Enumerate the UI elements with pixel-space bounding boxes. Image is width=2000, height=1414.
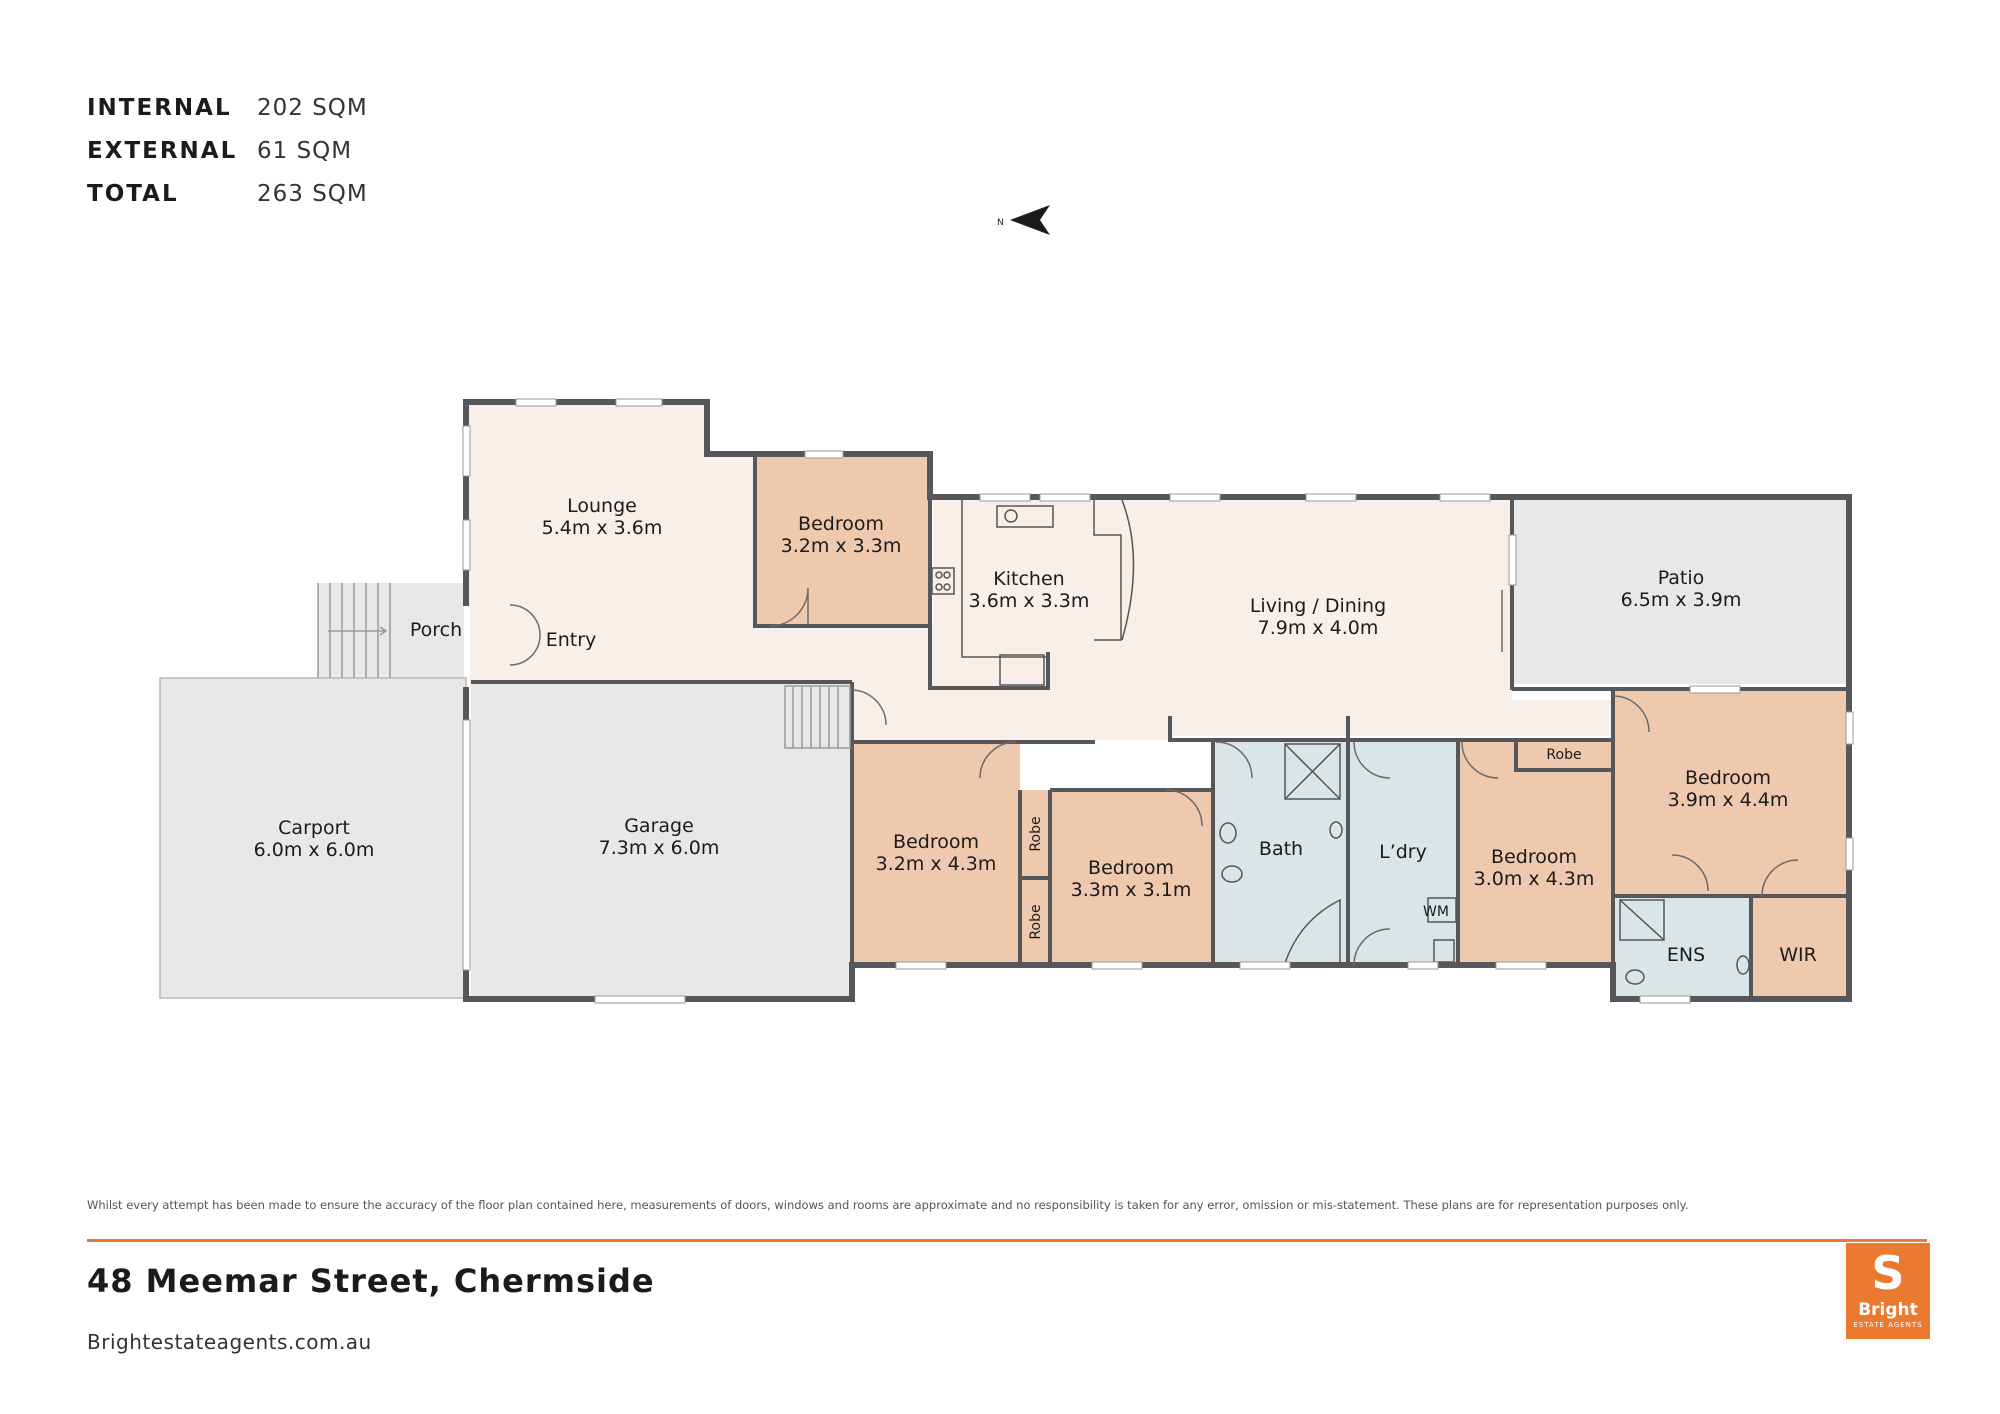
laundry-floor [1348, 740, 1458, 965]
room-name: Robe [1028, 816, 1044, 851]
porch-stairs [317, 583, 391, 678]
room-name: Living / Dining [1250, 595, 1386, 617]
garage-stairs [784, 685, 851, 749]
bath-floor [1213, 740, 1348, 965]
compass-label: N [997, 218, 1004, 228]
room-name: Bedroom [1685, 767, 1771, 789]
north-arrow-icon: N [997, 205, 1050, 235]
room-name: Bedroom [1088, 857, 1174, 879]
room-name: Entry [546, 629, 597, 651]
property-address: 48 Meemar Street, Chermside [87, 1262, 655, 1300]
room-dims: 3.6m x 3.3m [969, 590, 1090, 612]
room-dims: 3.2m x 4.3m [876, 853, 997, 875]
bedroom-2-floor [852, 740, 1020, 965]
room-name: Robe [1546, 747, 1581, 763]
carport-floor [159, 677, 467, 999]
room-name: Bedroom [1491, 846, 1577, 868]
area-label: INTERNAL [87, 94, 232, 121]
agency-logo: S Bright ESTATE AGENTS [1846, 1243, 1930, 1339]
wir-floor [1751, 896, 1846, 996]
room-name: L’dry [1379, 841, 1427, 863]
room-name: WIR [1779, 944, 1817, 966]
compass-arrow [1010, 205, 1050, 235]
room-dims: 3.2m x 3.3m [781, 535, 902, 557]
windows [462, 398, 1854, 1004]
room-dims: 7.9m x 4.0m [1258, 617, 1379, 639]
room-name: Lounge [567, 495, 637, 517]
area-row-external: EXTERNAL 61 SQM [87, 129, 368, 172]
room-name: Patio [1658, 567, 1705, 589]
logo-name: Bright [1858, 1300, 1918, 1320]
room-dims: 5.4m x 3.6m [542, 517, 663, 539]
room-name: ENS [1667, 944, 1705, 966]
area-value: 202 SQM [257, 94, 368, 121]
patio-floor [1512, 497, 1846, 684]
room-dims: 6.0m x 6.0m [254, 839, 375, 861]
garage-floor [471, 682, 852, 998]
area-label: TOTAL [87, 180, 179, 207]
small-labels: WM Robe Robe Robe [1028, 747, 1582, 940]
room-labels: Lounge 5.4m x 3.6m Bedroom 3.2m x 3.3m K… [254, 495, 1817, 966]
room-dims: 3.0m x 4.3m [1474, 868, 1595, 890]
area-value: 263 SQM [257, 180, 368, 207]
ensuite-floor [1613, 896, 1751, 996]
interior-walls [464, 454, 1849, 999]
room-dims: 7.3m x 6.0m [599, 837, 720, 859]
bathroom-fixtures [1219, 743, 1750, 985]
room-name: Bedroom [798, 513, 884, 535]
bedroom-master-floor [1613, 689, 1846, 896]
logo-mark: S [1871, 1246, 1905, 1300]
door-swings [509, 587, 1799, 966]
bedroom-4-floor [1458, 740, 1613, 965]
bedroom-front-floor [755, 454, 928, 626]
kitchen-benches [931, 499, 1135, 686]
room-name: Porch [410, 619, 462, 641]
room-dims: 3.3m x 3.1m [1071, 879, 1192, 901]
area-value: 61 SQM [257, 137, 353, 164]
room-name: Bath [1259, 838, 1303, 860]
room-name: Kitchen [993, 568, 1064, 590]
bedroom-3-floor [1050, 790, 1213, 965]
area-summary: INTERNAL 202 SQM EXTERNAL 61 SQM TOTAL 2… [87, 86, 368, 215]
disclaimer: Whilst every attempt has been made to en… [87, 1198, 1689, 1212]
room-name: Garage [624, 815, 694, 837]
area-label: EXTERNAL [87, 137, 238, 164]
agency-website[interactable]: Brightestateagents.com.au [87, 1330, 372, 1354]
room-name: Robe [1028, 904, 1044, 939]
room-dims: 6.5m x 3.9m [1621, 589, 1742, 611]
room-name: WM [1423, 904, 1449, 920]
room-dims: 3.9m x 4.4m [1668, 789, 1789, 811]
room-name: Carport [278, 817, 350, 839]
area-row-total: TOTAL 263 SQM [87, 172, 368, 215]
area-row-internal: INTERNAL 202 SQM [87, 86, 368, 129]
logo-sub: ESTATE AGENTS [1853, 1321, 1923, 1329]
accent-rule [87, 1239, 1927, 1242]
room-name: Bedroom [893, 831, 979, 853]
